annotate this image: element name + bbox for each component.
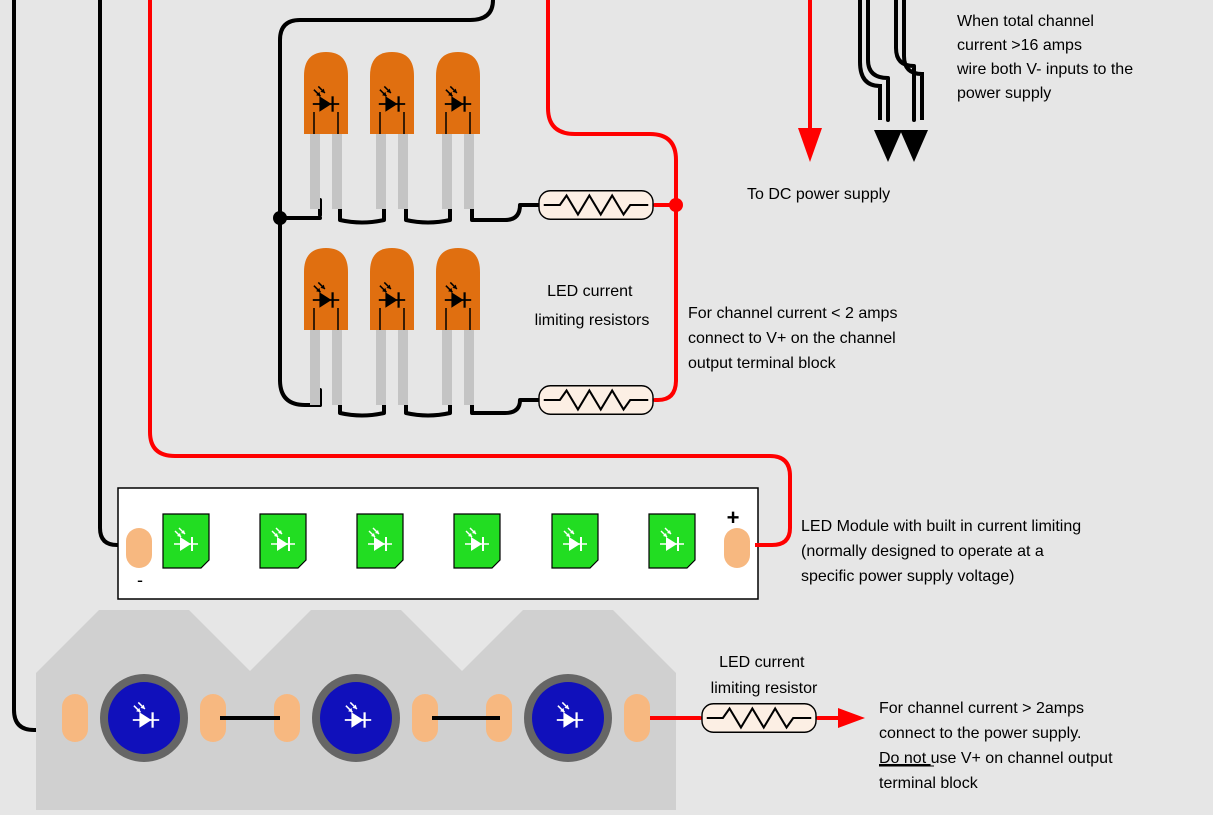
power-led-1 bbox=[36, 610, 252, 815]
junction-dot bbox=[669, 198, 683, 212]
orange-led-row-top bbox=[304, 52, 480, 209]
led-module: + - bbox=[117, 487, 759, 600]
resistor-single-label: LED current limiting resistor bbox=[711, 654, 818, 697]
module-led bbox=[357, 514, 403, 568]
module-led bbox=[552, 514, 598, 568]
orange-led bbox=[436, 52, 480, 209]
arrow-down-icon bbox=[900, 130, 928, 162]
dc-supply-label: To DC power supply bbox=[747, 186, 890, 203]
resistor-top bbox=[537, 189, 655, 221]
resistor-bottom bbox=[537, 384, 655, 416]
orange-led bbox=[304, 52, 348, 209]
resistors-label: LED current limiting resistors bbox=[535, 283, 650, 329]
orange-led bbox=[436, 248, 480, 405]
module-led bbox=[649, 514, 695, 568]
module-note: LED Module with built in current limitin… bbox=[801, 518, 1086, 585]
power-led-3 bbox=[460, 610, 676, 815]
high-current-note: For channel current > 2amps connect to t… bbox=[879, 700, 1117, 792]
module-led bbox=[260, 514, 306, 568]
resistor-power-leds bbox=[700, 702, 818, 734]
module-minus-label: - bbox=[137, 570, 143, 590]
orange-led bbox=[304, 248, 348, 405]
module-pad-plus bbox=[724, 528, 750, 568]
module-plus-label: + bbox=[727, 505, 740, 530]
power-led-2 bbox=[248, 610, 464, 815]
arrow-down-icon bbox=[798, 128, 822, 162]
orange-led bbox=[370, 248, 414, 405]
module-led bbox=[163, 514, 209, 568]
low-current-note: For channel current < 2 amps connect to … bbox=[688, 305, 902, 372]
junction-dot bbox=[273, 211, 287, 225]
module-pad-minus bbox=[126, 528, 152, 568]
v-minus-note: When total channel current >16 amps wire… bbox=[956, 13, 1138, 102]
orange-led-row-bottom bbox=[304, 248, 480, 405]
arrow-down-icon bbox=[874, 130, 902, 162]
double-black-wire-outline bbox=[858, 0, 924, 120]
arrow-right-icon bbox=[838, 708, 865, 728]
module-led bbox=[454, 514, 500, 568]
orange-led bbox=[370, 52, 414, 209]
